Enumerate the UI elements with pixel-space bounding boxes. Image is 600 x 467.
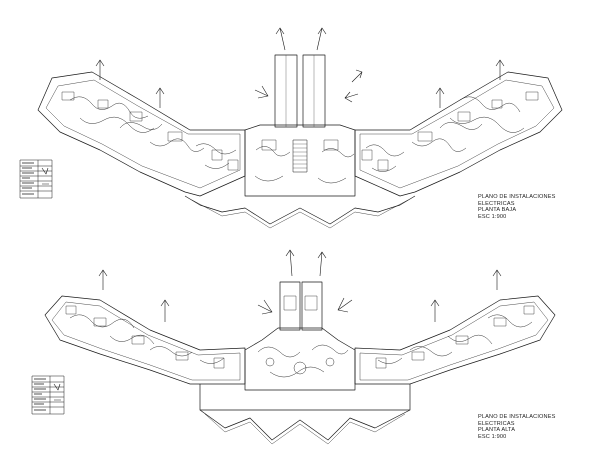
central-octagon-alta <box>244 327 356 391</box>
legend-table-planta-baja <box>19 159 53 199</box>
title-line: PLANTA BAJA <box>478 207 517 214</box>
right-wing-inner <box>359 79 555 189</box>
zigzag-front-alta <box>199 409 411 441</box>
legend-table-planta-alta <box>31 375 65 415</box>
title-line: ELECTRICAS <box>478 420 515 427</box>
left-wing-outline-alta <box>44 295 246 385</box>
tower-right-alta <box>301 281 323 331</box>
title-line: ESC 1:900 <box>478 433 507 440</box>
zigzag-front <box>184 195 416 225</box>
left-wing-inner <box>45 79 241 189</box>
right-wing-outline-alta <box>354 295 556 385</box>
central-block <box>244 124 356 197</box>
title-line: ELECTRICAS <box>478 200 515 207</box>
plan-title-planta-baja: PLANO DE INSTALACIONES ELECTRICAS PLANTA… <box>478 194 556 220</box>
title-line: PLANTA ALTA <box>478 427 516 434</box>
floor-plan-planta-baja <box>19 27 563 229</box>
left-wing-outline <box>37 71 246 197</box>
title-line: PLANO DE INSTALACIONES <box>478 414 556 420</box>
title-line: ESC 1:900 <box>478 213 507 220</box>
floor-plan-planta-alta <box>31 249 556 445</box>
title-line: PLANO DE INSTALACIONES <box>478 194 556 200</box>
tower-left-alta <box>279 281 301 331</box>
podium-alta <box>199 384 411 411</box>
plan-title-planta-alta: PLANO DE INSTALACIONES ELECTRICAS PLANTA… <box>478 414 556 440</box>
